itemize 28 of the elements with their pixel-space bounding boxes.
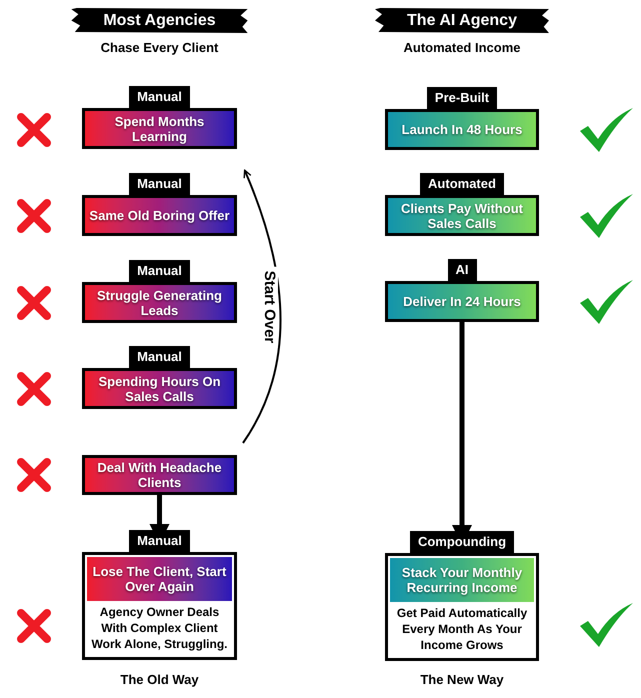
process-box: Launch In 48 Hours (385, 109, 539, 150)
tag-label: Pre-Built (426, 87, 498, 109)
tag-label: Manual (129, 530, 190, 552)
process-box: Clients Pay Without Sales Calls (385, 195, 539, 236)
tag-label: Manual (129, 260, 190, 282)
box-heading: Lose The Client, Start Over Again (87, 557, 232, 601)
caption-text: Chase Every Client (100, 40, 220, 56)
tag-label: Manual (129, 86, 190, 108)
box-heading: Stack Your Monthly Recurring Income (390, 558, 534, 602)
process-box: Spend Months Learning (82, 108, 237, 149)
process-box: Same Old Boring Offer (82, 195, 237, 236)
title-banner: The AI Agency (375, 8, 549, 33)
tag-label: Manual (129, 346, 190, 368)
process-box: Deliver In 24 Hours (385, 281, 539, 322)
process-box: Deal With Headache Clients (82, 455, 237, 495)
process-box: Struggle Generating Leads (82, 282, 237, 323)
caption-text: The New Way (419, 672, 505, 688)
tag-label: Automated (420, 173, 504, 195)
box-description: Agency Owner Deals With Complex Client Work Alone, Struggling. (90, 604, 228, 653)
tag-label: Compounding (410, 531, 514, 553)
tag-label: AI (448, 259, 476, 281)
arrow (242, 170, 282, 444)
title-banner: Most Agencies (71, 8, 248, 33)
box-description: Get Paid Automatically Every Month As Your Income Grows (396, 605, 528, 654)
tag-label: Manual (129, 173, 190, 195)
caption-text: The Old Way (119, 672, 200, 688)
caption-text: Automated Income (402, 40, 522, 56)
process-box: Spending Hours On Sales Calls (82, 368, 237, 409)
